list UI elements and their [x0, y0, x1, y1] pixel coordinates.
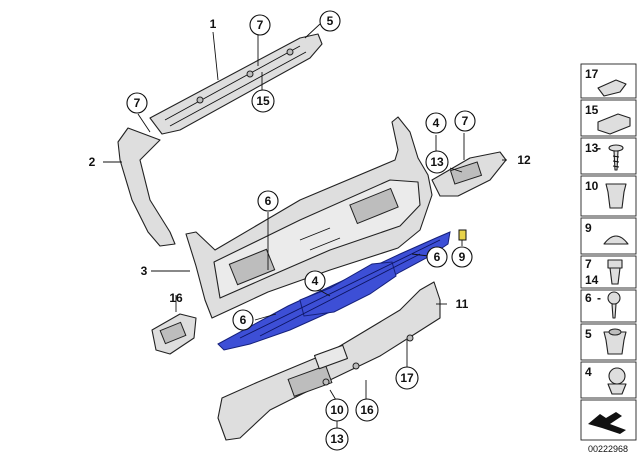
- part-upper-trim-strip: [149, 33, 323, 135]
- callout-7-left: 7: [126, 92, 148, 114]
- svg-text:17: 17: [400, 371, 414, 385]
- svg-text:7: 7: [134, 96, 141, 110]
- callout-1: 1: [210, 17, 217, 31]
- svg-text:13: 13: [585, 141, 599, 155]
- callout-15: 15: [251, 89, 275, 113]
- installation-direction-icon: [588, 412, 626, 434]
- svg-text:6: 6: [265, 194, 272, 208]
- screw-13-icon: [608, 144, 624, 171]
- svg-text:10: 10: [330, 403, 344, 417]
- callout-3: 3: [141, 264, 148, 278]
- pad-15-icon: [597, 113, 631, 135]
- document-number: 00222968: [588, 444, 628, 454]
- svg-text:6: 6: [585, 291, 592, 305]
- svg-text:9: 9: [459, 250, 466, 264]
- svg-text:17: 17: [585, 67, 599, 81]
- callout-10: 10: [325, 398, 349, 422]
- callout-16-bottom: 16: [355, 398, 379, 422]
- callout-13-bottom: 13: [325, 427, 349, 451]
- legend-cell-4: 4: [580, 361, 637, 399]
- part-lamp-recess-right: [349, 187, 399, 225]
- callout-7-right: 7: [454, 110, 476, 132]
- callout-2: 2: [89, 155, 96, 169]
- plug-10-icon: [605, 183, 627, 209]
- svg-text:9: 9: [585, 221, 592, 235]
- svg-text:7: 7: [585, 257, 592, 271]
- nut-5-icon: [603, 331, 627, 355]
- svg-text:4: 4: [433, 116, 440, 130]
- parts-drawing: [117, 33, 507, 441]
- part-lamp-recess-left: [228, 248, 276, 286]
- clip-4-icon: [607, 367, 627, 395]
- legend-cell-7-14: 7 14: [580, 255, 637, 289]
- callout-11: 11: [456, 297, 469, 311]
- callout-6-lower: 6: [232, 309, 254, 331]
- callout-6-upper: 6: [257, 190, 279, 212]
- legend-cell-13: 13 -: [580, 137, 637, 175]
- legend-cell-arrow: [580, 399, 637, 441]
- svg-text:5: 5: [585, 327, 592, 341]
- svg-text:14: 14: [585, 273, 599, 287]
- callout-9: 9: [451, 246, 473, 268]
- svg-text:6: 6: [434, 250, 441, 264]
- svg-text:7: 7: [462, 114, 469, 128]
- svg-text:6: 6: [240, 313, 247, 327]
- svg-text:15: 15: [256, 94, 270, 108]
- legend-cell-9: 9: [580, 217, 637, 255]
- svg-text:-: -: [597, 141, 601, 155]
- callout-4-right: 4: [425, 112, 447, 134]
- callout-6-right: 6: [426, 246, 448, 268]
- legend-cell-6: 6 -: [580, 289, 637, 323]
- clip-7-icon: [607, 259, 623, 285]
- legend-cell-17: 17: [580, 63, 637, 99]
- callout-12: 12: [517, 153, 531, 167]
- clip-17-icon: [597, 79, 627, 97]
- callout-17: 17: [395, 366, 419, 390]
- fastener-legend: 17 15 13 - 10 9: [580, 63, 637, 454]
- svg-text:13: 13: [430, 155, 444, 169]
- screw-6-icon: [607, 291, 621, 319]
- svg-text:-: -: [597, 291, 601, 305]
- svg-text:4: 4: [585, 365, 592, 379]
- callout-5-top: 5: [319, 10, 341, 32]
- part-left-side-trim: [117, 127, 176, 247]
- part-highlighted-cover: [299, 261, 397, 317]
- callout-4-center: 4: [304, 270, 326, 292]
- svg-text:15: 15: [585, 103, 599, 117]
- callout-13-right: 13: [425, 150, 449, 174]
- legend-cell-15: 15: [580, 99, 637, 137]
- svg-text:10: 10: [585, 179, 599, 193]
- callout-16-left: 16: [169, 291, 183, 305]
- legend-cell-5: 5: [580, 323, 637, 361]
- svg-text:16: 16: [360, 403, 374, 417]
- svg-text:5: 5: [327, 14, 334, 28]
- svg-text:4: 4: [312, 274, 319, 288]
- svg-text:13: 13: [330, 432, 344, 446]
- callout-7-top: 7: [249, 14, 271, 36]
- cap-9-icon: [603, 235, 629, 245]
- part-clip-small: [458, 229, 467, 241]
- svg-text:7: 7: [257, 18, 264, 32]
- legend-cell-10: 10: [580, 175, 637, 217]
- callouts: 1 7 5 15 7 2 4 7 13 12: [89, 10, 531, 451]
